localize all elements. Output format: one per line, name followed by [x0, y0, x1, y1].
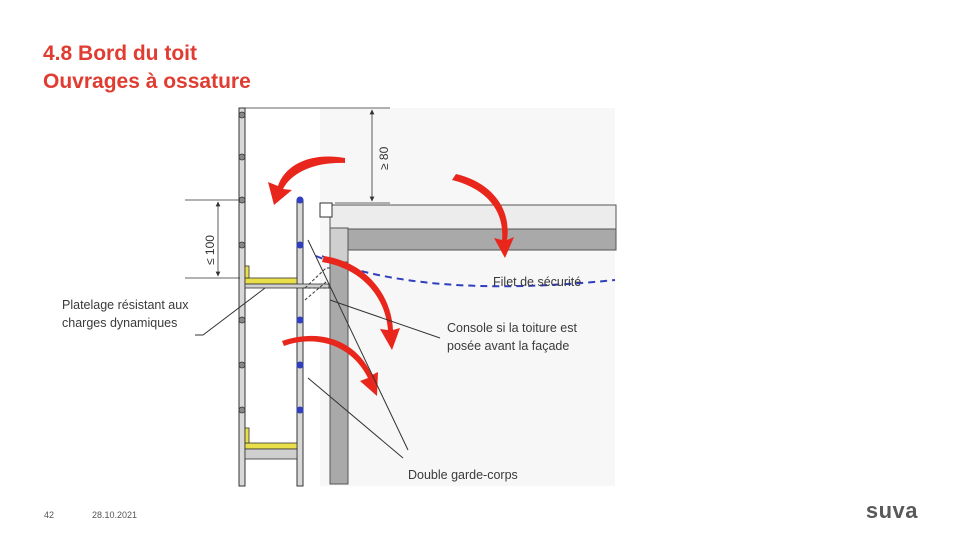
- fall-arrows: [268, 156, 514, 396]
- suva-logo: suva: [865, 498, 918, 523]
- guardrail-leader-1: [307, 239, 409, 451]
- diagram-background: [320, 108, 615, 486]
- leader-lines: [195, 239, 441, 459]
- page-number: 42: [44, 510, 55, 520]
- platform-label: Platelage résistant aux charges dynamiqu…: [62, 296, 188, 332]
- safety-net-label: Filet de sécurité: [493, 275, 582, 289]
- dimension-min-height-label: ≥ 80: [377, 146, 391, 170]
- roof-edge-post: [319, 202, 333, 218]
- guardrail-label: Double garde-corps: [408, 468, 518, 482]
- console-label-line-1: Console si la toiture est: [447, 321, 577, 335]
- outer-standard-joints: [238, 111, 246, 414]
- dimension-max-gap: [185, 199, 240, 279]
- slide-title: 4.8 Bord du toit Ouvrages à ossature: [43, 40, 251, 96]
- roof-upper-layer: [329, 204, 617, 230]
- title-line-1: 4.8 Bord du toit: [43, 42, 197, 65]
- dimension-max-gap-label: ≤ 100: [203, 235, 217, 265]
- platform-leader: [195, 287, 266, 336]
- platform-label-line-1: Platelage résistant aux: [62, 298, 189, 312]
- dimension-min-height: [245, 107, 390, 204]
- platform-label-line-2: charges dynamiques: [62, 316, 178, 330]
- inner-standard-joints: [296, 196, 304, 414]
- console-label-line-2: posée avant la façade: [447, 339, 570, 353]
- console-leader: [329, 299, 441, 339]
- roof-slab: [347, 227, 617, 251]
- fall-arrow-top: [268, 156, 345, 205]
- building-wall: [329, 261, 349, 485]
- lower-platform: [244, 427, 298, 460]
- title-line-2: Ouvrages à ossature: [43, 70, 251, 93]
- console-bracket: [303, 267, 330, 301]
- fall-arrow-lower: [282, 335, 378, 396]
- console-label: Console si la toiture est posée avant la…: [447, 319, 577, 355]
- guardrail-leader-2: [307, 377, 404, 459]
- fall-arrow-right: [452, 174, 514, 258]
- slide-date: 28.10.2021: [92, 510, 138, 520]
- roof-edge-block: [329, 227, 349, 263]
- upper-platform: [244, 265, 330, 289]
- scaffold-outer-standard: [238, 107, 246, 487]
- fall-arrow-middle: [322, 256, 400, 350]
